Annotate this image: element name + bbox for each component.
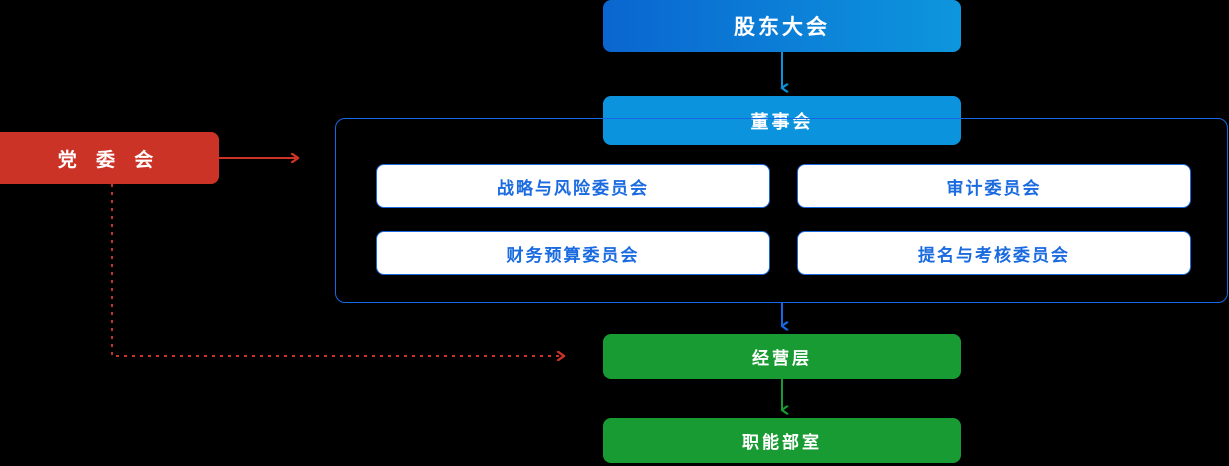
node-shareholders-meeting[interactable]: 股东大会 bbox=[603, 0, 961, 52]
node-strategy-risk-committee-label: 战略与风险委员会 bbox=[497, 178, 649, 198]
node-finance-budget-committee-label: 财务预算委员会 bbox=[506, 245, 640, 265]
node-management-level[interactable]: 经营层 bbox=[603, 334, 961, 379]
node-party-committee-label: 党 委 会 bbox=[57, 149, 161, 171]
node-nomination-assessment-committee[interactable]: 提名与考核委员会 bbox=[797, 231, 1191, 275]
node-party-committee[interactable]: 党 委 会 bbox=[0, 132, 219, 184]
node-finance-budget-committee[interactable]: 财务预算委员会 bbox=[376, 231, 770, 275]
node-shareholders-meeting-label: 股东大会 bbox=[734, 16, 830, 39]
node-audit-committee-label: 审计委员会 bbox=[946, 178, 1042, 198]
node-strategy-risk-committee[interactable]: 战略与风险委员会 bbox=[376, 164, 770, 208]
node-functional-departments[interactable]: 职能部室 bbox=[603, 418, 961, 463]
node-nomination-assessment-committee-label: 提名与考核委员会 bbox=[918, 245, 1070, 265]
node-functional-departments-label: 职能部室 bbox=[742, 433, 822, 452]
node-audit-committee[interactable]: 审计委员会 bbox=[797, 164, 1191, 208]
node-management-level-label: 经营层 bbox=[752, 349, 812, 368]
node-board-of-directors[interactable]: 董事会 bbox=[603, 96, 961, 145]
committee-group-container bbox=[335, 118, 1228, 303]
node-board-of-directors-label: 董事会 bbox=[750, 111, 814, 132]
